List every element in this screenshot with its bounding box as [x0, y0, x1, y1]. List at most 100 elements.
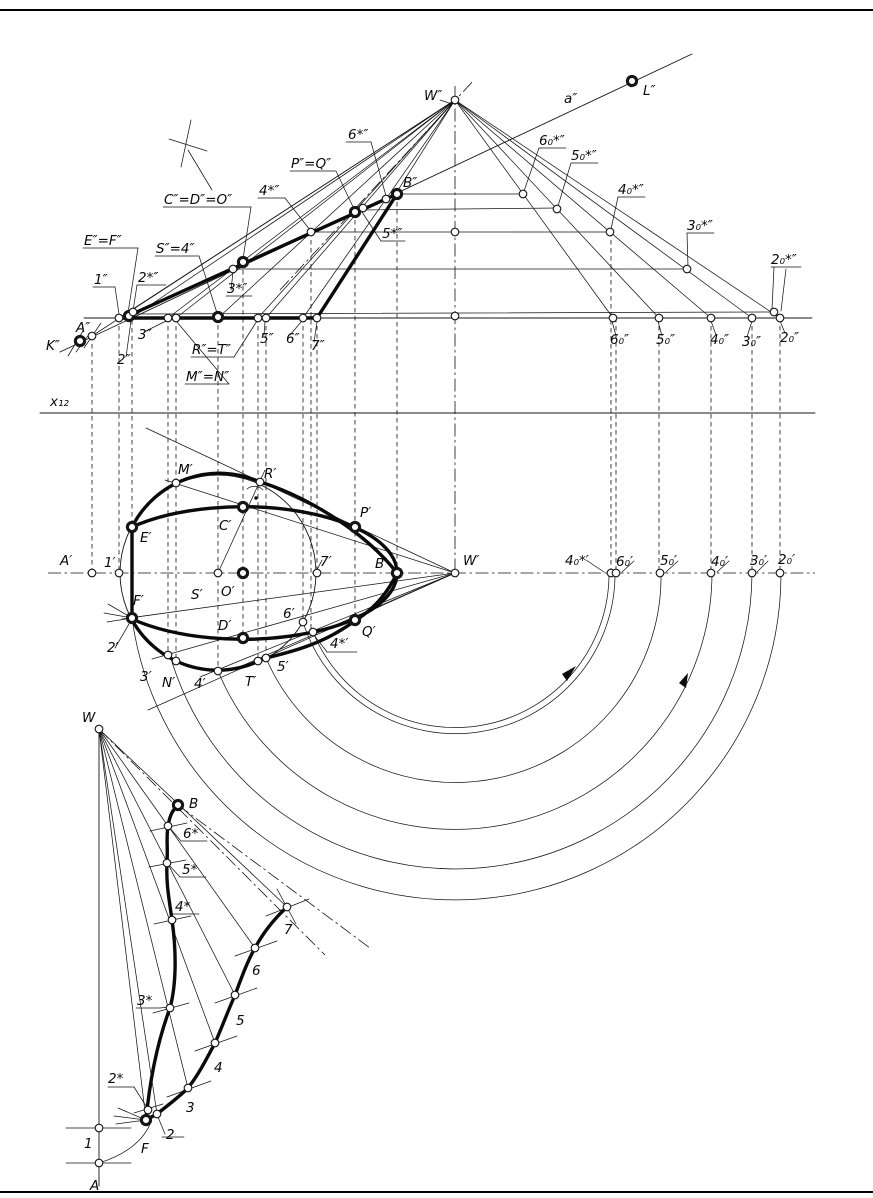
- label-development-A0: A: [89, 1178, 99, 1194]
- point-development-7-0: [282, 902, 292, 912]
- point-plan-r4: [706, 568, 716, 578]
- label-leaders-element: [361, 211, 382, 242]
- label-leaders-element: [198, 255, 218, 314]
- point-development-3-0: [183, 1083, 193, 1093]
- label-leaders-element: [284, 197, 311, 231]
- label-development-s4-0: 4*: [175, 899, 191, 915]
- true-length-slant-lines-element: [454, 99, 712, 319]
- label-frontal-K2: K″: [46, 338, 60, 354]
- label-leaders-element: [439, 99, 453, 105]
- label-leaders-element: [665, 560, 679, 573]
- point-plan-R1: [255, 477, 265, 487]
- label-frontal-n6-2: 6″: [286, 331, 300, 347]
- label-frontal-x12: x₁₂: [49, 394, 69, 410]
- label-leaders-element: [771, 266, 775, 310]
- label-frontal-W2: W″: [424, 88, 442, 104]
- label-frontal-b3-2: 3₀″: [742, 334, 761, 350]
- line-W-3: [151, 572, 456, 660]
- rotation-arcs-element: [312, 572, 610, 728]
- label-frontal-b2-2: 2₀″: [780, 330, 799, 346]
- point-frontal-2t-2: [769, 307, 779, 317]
- label-development-s6-0: 6*: [183, 826, 199, 842]
- label-plan-N1: N′: [162, 675, 175, 691]
- label-frontal-t6-2: 6₀*″: [539, 133, 565, 149]
- point-plan-Q1: [348, 613, 362, 627]
- point-frontal-3t-2: [682, 264, 692, 274]
- label-plan-D1: D′: [218, 618, 231, 634]
- label-leaders-element: [657, 320, 663, 337]
- label-leaders-element: [143, 320, 167, 333]
- point-frontal-CDO-2: [236, 255, 250, 269]
- construction-cross-element: [180, 119, 192, 168]
- label-development-n6-0: 6: [252, 963, 261, 979]
- point-frontal-4t-2: [605, 227, 615, 237]
- point-frontal-2star-2: [128, 307, 138, 317]
- label-frontal-S4-2: S″=4″: [156, 241, 195, 257]
- tangent-upper: [145, 427, 456, 574]
- label-leaders-element: [289, 321, 302, 336]
- label-frontal-s2-2: 2*″: [138, 270, 158, 286]
- label-leaders-element: [157, 1116, 166, 1135]
- point-plan-N1: [171, 656, 181, 666]
- label-leaders-element: [133, 1086, 147, 1107]
- point-plan-r6: [611, 568, 621, 578]
- label-leaders: [82, 99, 802, 1138]
- point-frontal-6t-2: [518, 189, 528, 199]
- dev-rays-element: [98, 728, 189, 1089]
- plan-view: [48, 427, 815, 711]
- label-leaders-element: [779, 320, 786, 334]
- label-frontal-t2-2: 2₀*″: [771, 252, 797, 268]
- label-leaders-element: [611, 320, 617, 337]
- label-frontal-n2-2: 2″: [117, 352, 131, 368]
- label-plan-n1-1: 1′: [104, 555, 116, 571]
- transfer-5star: [357, 207, 560, 211]
- point-development-2star-0: [143, 1105, 153, 1115]
- point-plan-D1: [236, 631, 250, 645]
- label-frontal-b6-2: 6₀″: [610, 332, 629, 348]
- dev-arc-A: [98, 1121, 152, 1164]
- rotation-arrow-2: [679, 673, 688, 688]
- label-plan-r2: 2₀′: [778, 552, 795, 568]
- label-development-n4-0: 4: [214, 1060, 223, 1076]
- label-plan-n7-1: 7′: [320, 554, 332, 570]
- point-plan-4-1: [213, 666, 223, 676]
- point-plan-A1: [87, 568, 97, 578]
- label-frontal-b4-2: 4₀″: [710, 332, 729, 348]
- point-frontal-axis-316: [450, 311, 460, 321]
- label-development-W0: W: [82, 710, 96, 726]
- label-frontal-n1-2: 1″: [94, 272, 108, 288]
- right-angle-dot: [254, 496, 258, 500]
- dev-axis-1: [98, 728, 326, 956]
- label-plan-n6-1: 6′: [283, 606, 295, 622]
- label-frontal-t5-2: 5₀*″: [571, 148, 597, 164]
- label-frontal-RT2: R″=T″: [192, 342, 231, 358]
- point-development-6-0: [250, 943, 260, 953]
- sheet-frame: [0, 9, 873, 1193]
- point-development-1-0: [94, 1123, 104, 1133]
- point-plan-M1: [171, 478, 181, 488]
- label-frontal-n3-2: 3″: [138, 327, 152, 343]
- label-leaders-element: [523, 147, 540, 192]
- dev-rays-element: [98, 728, 256, 949]
- point-development-5-0: [230, 990, 240, 1000]
- label-frontal-n7-2: 7″: [311, 338, 325, 354]
- construction-cross-element: [168, 138, 208, 152]
- point-plan-S1: [213, 568, 223, 578]
- line-W-F: [121, 572, 456, 620]
- point-development-5star-0: [162, 858, 172, 868]
- label-plan-n4-1: 4′: [194, 676, 206, 692]
- right-angle-arc: [246, 486, 264, 491]
- dev-rays: [98, 728, 288, 1121]
- point-plan-4star-1: [308, 627, 318, 637]
- label-plan-n5-1: 5′: [277, 659, 289, 675]
- label-leaders-element: [335, 170, 355, 210]
- point-frontal-axis-232: [450, 227, 460, 237]
- point-plan-7-1: [312, 568, 322, 578]
- construction-cross: [168, 119, 213, 191]
- label-leaders-element: [686, 232, 689, 267]
- frontal-generators-element: [302, 99, 456, 319]
- line-W-4: [199, 572, 456, 678]
- point-frontal-6b-2: [608, 313, 618, 323]
- rotation-arcs: [131, 572, 782, 901]
- label-frontal-t4-2: 4₀*″: [618, 182, 644, 198]
